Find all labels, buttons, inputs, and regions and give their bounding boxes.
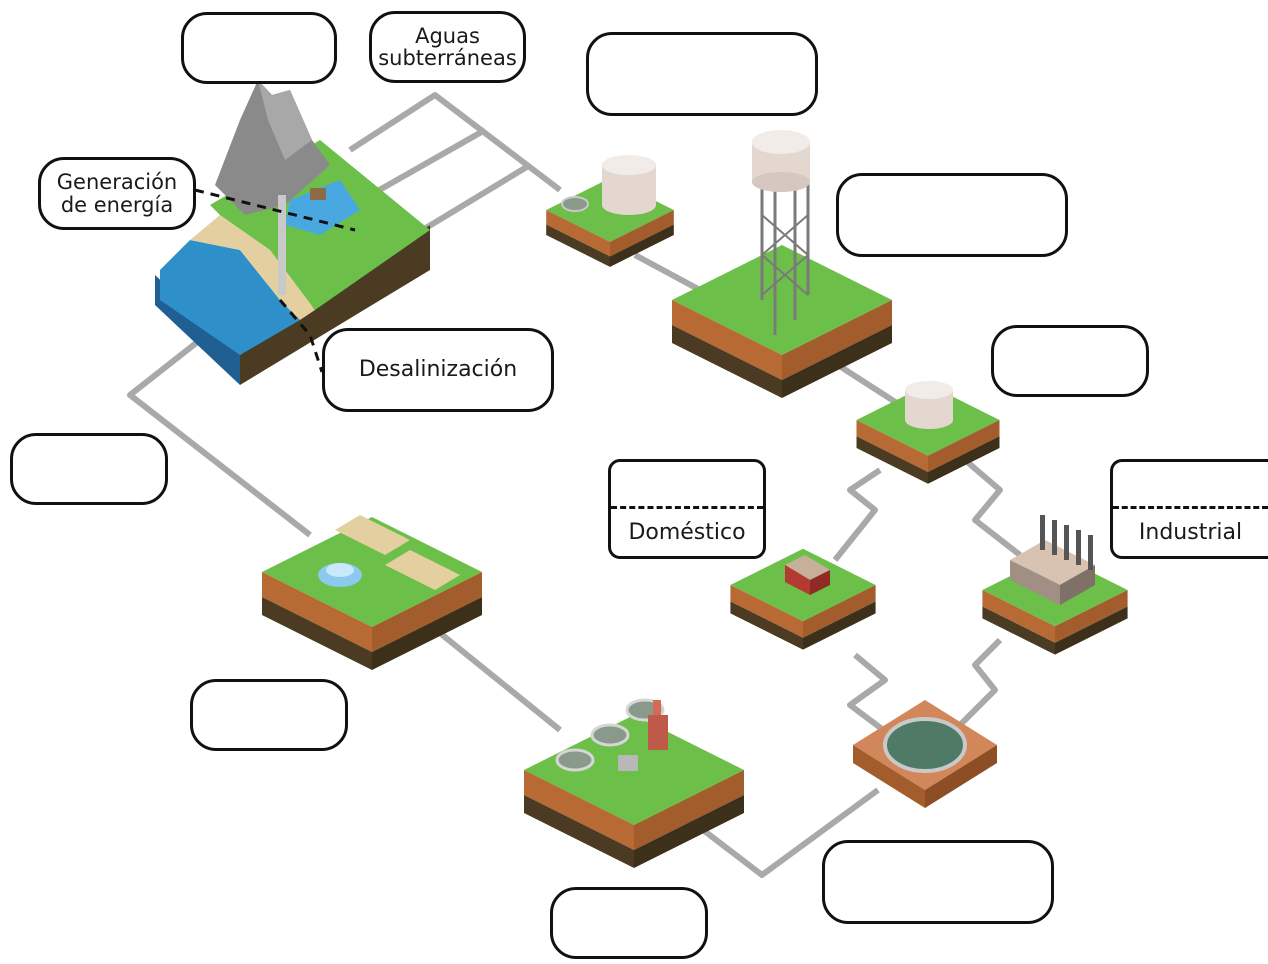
blank-label-treatment[interactable] (550, 887, 708, 959)
tile-water-tower (672, 245, 892, 398)
label-industrial-text: Industrial (1138, 519, 1243, 545)
blank-label-storage[interactable] (586, 32, 818, 116)
industrial-blank-field[interactable] (1113, 462, 1268, 509)
tank-icon (905, 381, 953, 429)
blank-label-mountain[interactable] (181, 12, 337, 84)
blank-label-sea[interactable] (10, 433, 168, 505)
label-energy-text: Generación de energía (56, 170, 178, 217)
blank-label-water-tower[interactable] (836, 173, 1068, 257)
label-domestic-text: Doméstico (628, 519, 746, 545)
label-industrial[interactable]: Industrial (1110, 459, 1268, 559)
label-groundwater-text: Aguas subterráneas (378, 23, 517, 70)
water-tower-icon (752, 130, 810, 335)
tile-treatment (524, 715, 744, 868)
blank-label-tank[interactable] (991, 325, 1149, 397)
label-groundwater: Aguas subterráneas (369, 11, 526, 83)
label-connectors (194, 188, 356, 373)
blank-label-agriculture[interactable] (190, 679, 348, 751)
label-desalination: Desalinización (322, 328, 554, 412)
treatment-plant-icon (555, 698, 668, 772)
domestic-blank-field[interactable] (611, 462, 763, 509)
blank-label-wastewater[interactable] (822, 840, 1054, 924)
crop-field-icon (318, 515, 460, 590)
label-desalination-text: Desalinización (358, 357, 518, 383)
tile-wastewater (853, 700, 997, 808)
factory-icon (1010, 515, 1095, 605)
house-icon (785, 555, 830, 595)
source-island (155, 80, 430, 385)
label-domestic[interactable]: Doméstico (608, 459, 766, 559)
label-energy: Generación de energía (38, 157, 196, 230)
storage-tank-icon (561, 155, 656, 215)
